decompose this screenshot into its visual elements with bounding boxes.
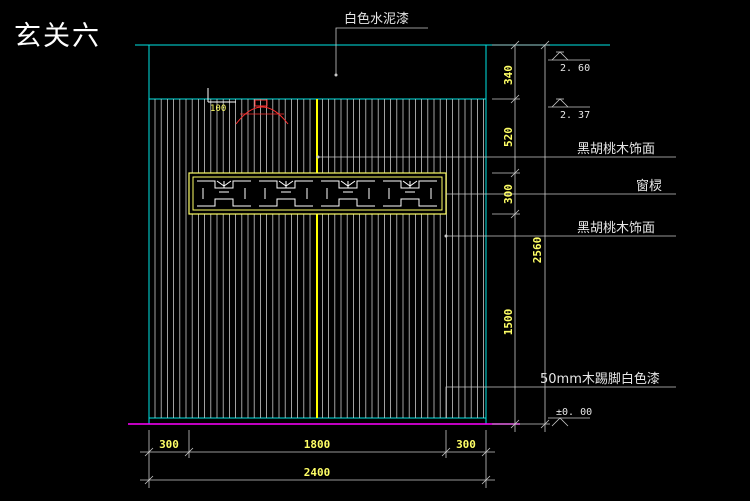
bottom-dimension-chain	[140, 430, 495, 488]
lattice-segment	[197, 180, 251, 207]
window-lattice-panel	[188, 172, 447, 215]
level-floor-text: ±0. 00	[556, 407, 592, 418]
wall-outline	[135, 44, 610, 424]
dim-right-300: 300	[502, 184, 515, 204]
label-walnut-1: 黑胡桃木饰面	[577, 142, 655, 157]
marker-text: 100	[210, 104, 226, 114]
level-top-text: 2. 60	[560, 63, 590, 74]
label-walnut-2: 黑胡桃木饰面	[577, 221, 655, 236]
label-window-lattice: 窗棂	[636, 178, 662, 194]
dim-bottom-total: 2400	[304, 466, 331, 479]
dim-right-340: 340	[502, 65, 515, 85]
lattice-segment	[383, 180, 437, 207]
drawing-title: 玄关六	[14, 21, 101, 52]
level-marker-second	[548, 98, 590, 108]
label-skirting: 50mm木踢脚白色漆	[540, 371, 660, 387]
lattice-segment	[321, 180, 375, 207]
dim-bottom-right: 300	[456, 438, 476, 451]
dim-right-total: 2560	[531, 237, 544, 264]
level-marker-top	[548, 51, 590, 61]
dim-right-1500: 1500	[502, 309, 515, 336]
dim-right-520: 520	[502, 127, 515, 147]
wood-grain-lines	[154, 99, 485, 418]
dim-bottom-middle: 1800	[304, 438, 331, 451]
ceiling-marker: 100	[207, 88, 289, 125]
label-top-paint: 白色水泥漆	[344, 11, 409, 27]
lattice-segment	[259, 180, 313, 207]
level-marker-floor	[548, 417, 590, 427]
level-second-text: 2. 37	[560, 110, 590, 121]
leader-lines	[318, 27, 676, 418]
right-dimension-chain	[492, 40, 550, 432]
dim-bottom-left: 300	[159, 438, 179, 451]
